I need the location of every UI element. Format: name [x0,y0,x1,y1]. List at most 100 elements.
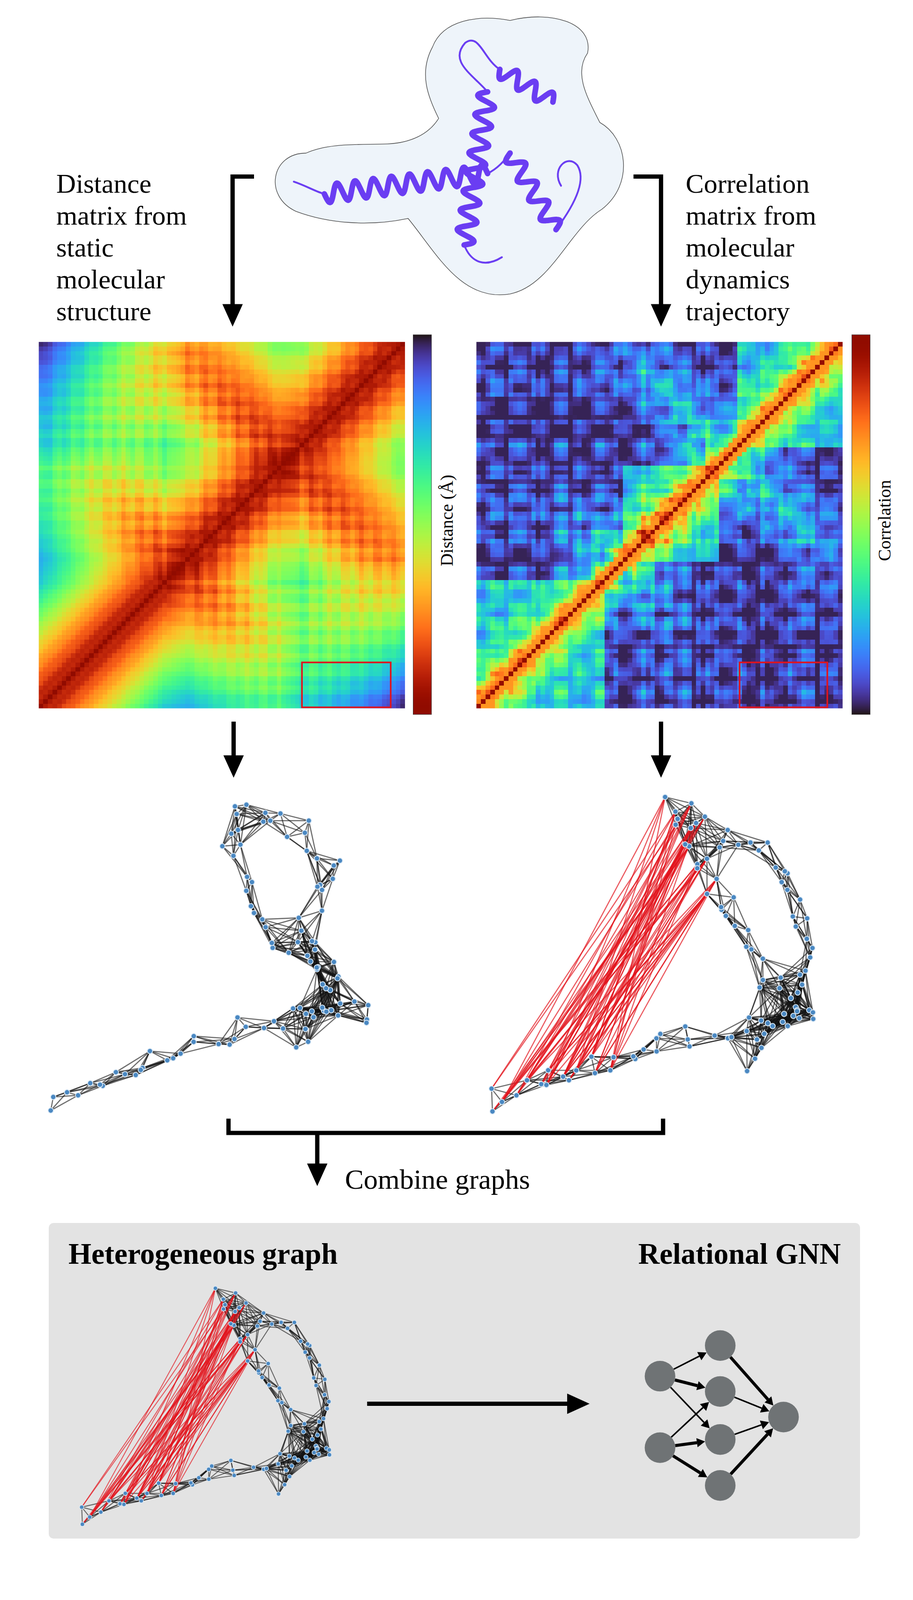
graph-node [249,878,255,884]
graph-edge [234,806,239,830]
graph-edge [801,984,813,1012]
graph-edge [759,987,792,998]
correlation-edge [516,827,691,1095]
graph-node [271,1017,277,1024]
graph-edge [234,1027,264,1039]
correlation-edge [562,893,707,1077]
graph-node [682,841,688,847]
graph-node [319,1004,325,1010]
correlation-edge [591,811,676,1057]
graph-edge [234,1466,254,1475]
graph-edge [747,1039,757,1071]
graph-node [499,1098,505,1104]
graph-edge [269,1384,291,1409]
correlation-edge [562,893,707,1077]
graph-edge [707,893,735,926]
graph-node [133,1071,139,1078]
graph-node [304,847,310,854]
graph-node [295,938,301,944]
graph-node [231,1035,238,1041]
graph-edge [180,1043,219,1054]
graph-edge [321,878,333,911]
graph-edge [279,1387,291,1409]
correlation-edge [562,824,676,1077]
graph-edge [309,1449,330,1460]
graph-node [50,1093,56,1100]
panel-box: Heterogeneous graphRelational GNN [48,1222,861,1538]
graph-node [748,946,755,952]
graph-edge [787,1011,814,1026]
graph-node [688,800,695,806]
graph-node [545,1067,551,1073]
graph-edge [716,878,722,907]
graph-node [269,939,275,945]
graph-edge [222,813,237,846]
graph-edge [781,881,801,899]
highlight-box [301,662,391,708]
graph-edge [305,1351,320,1365]
graph-edge [762,957,764,980]
graph-edge [250,905,272,943]
graph-edge [316,858,318,887]
graph-edge [727,829,768,843]
graph-edge [218,1017,238,1044]
graph-edge [283,1027,297,1047]
colorbar-label: Distance (Å) [436,474,457,566]
graph-node [746,1014,752,1020]
graph-edge [764,1009,798,1033]
correlation-edge [591,827,691,1057]
graph-edge [731,1036,748,1071]
graph-edge [751,949,764,980]
graph-edge [750,842,785,871]
graph-node [297,1004,303,1011]
annotation-label: Correlation matrix from molecular dynami… [685,167,874,328]
graph-node [756,984,763,990]
graph-node [277,810,284,816]
graph-edge [781,881,808,918]
correlation-edge [526,858,707,1080]
graph-edge [764,1010,798,1033]
graph-edge [270,820,306,833]
graph-node [232,803,238,809]
graph-edge [287,820,309,837]
graph-node [64,1089,70,1095]
graph-node [319,886,325,892]
graph-node [687,1043,693,1049]
graph-edge [747,1047,762,1071]
graph-node [75,1092,81,1098]
graph-edge [733,897,735,926]
annotation-label: Distance matrix from static molecular st… [56,167,218,328]
graph-edge [290,1408,320,1422]
graph-node [261,1025,267,1031]
graph-node [802,967,809,973]
graph-node [329,875,336,881]
graph-edge [266,1467,279,1494]
graph-node [243,801,249,807]
graph-node [87,1079,93,1086]
graph-edge [305,1007,323,1029]
graph-edge [240,844,253,882]
graph-edge [296,1010,312,1048]
graph-node [303,1010,309,1016]
graph-edge [287,1327,306,1352]
correlation-edge [546,822,696,1085]
graph-edge [290,1421,320,1425]
graph-edge [211,1465,233,1470]
graph-node [314,964,320,970]
graph-edge [326,1010,367,1023]
graph-node [219,843,225,849]
protein-surface [275,16,624,295]
graph-node [761,1030,767,1036]
graph-node [704,890,710,897]
graph-edge [306,987,327,1014]
graph-node [752,1055,758,1061]
graph-node [804,915,810,921]
correlation-edge [610,878,717,1070]
graph-node [810,1009,816,1015]
graph-node [748,839,754,845]
graph-edge [690,802,692,828]
graph-node [592,1070,598,1076]
correlation-edge [576,796,666,1071]
graph-node [682,1023,688,1029]
distance-graph [48,801,372,1113]
